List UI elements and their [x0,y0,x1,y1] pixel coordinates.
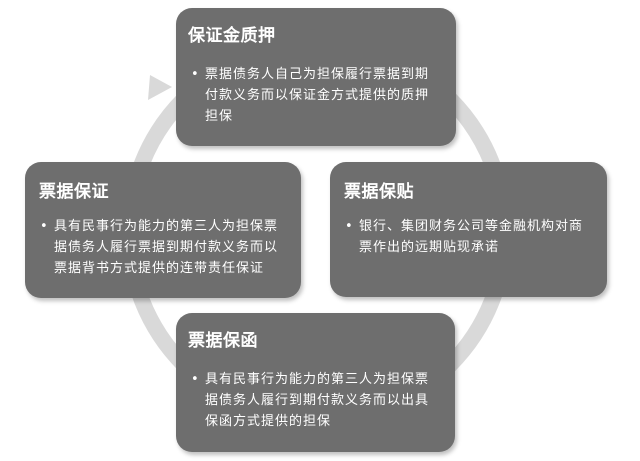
node-description: 具有民事行为能力的第三人为担保票据债务人履行到期付款义务而以出具保函方式提供的担… [205,372,430,429]
node-bill-letter-of-guarantee: 票据保函 • 具有民事行为能力的第三人为担保票据债务人履行到期付款义务而以出具保… [176,313,455,452]
node-title: 保证金质押 [188,26,276,46]
node-guarantee-deposit-pledge: 保证金质押 • 票据债务人自己为担保履行票据到期付款义务而以保证金方式提供的质押… [176,8,456,146]
node-title: 票据保函 [188,331,258,351]
cycle-arrowhead [148,75,172,100]
node-title: 票据保贴 [344,182,414,202]
bullet-icon: • [345,219,353,234]
node-bill-discount-commitment: 票据保贴 • 银行、集团财务公司等金融机构对商票作出的远期贴现承诺 [330,162,607,297]
bullet-icon: • [40,219,48,234]
node-bill-guarantee: 票据保证 • 具有民事行为能力的第三人为担保票据债务人履行票据到期付款义务而以票… [25,162,301,298]
node-description: 票据债务人自己为担保履行票据到期付款义务而以保证金方式提供的质押担保 [205,67,430,124]
bullet-icon: • [191,67,199,82]
bullet-icon: • [191,372,199,387]
node-description: 银行、集团财务公司等金融机构对商票作出的远期贴现承诺 [359,219,584,255]
node-title: 票据保证 [39,182,109,202]
node-description: 具有民事行为能力的第三人为担保票据债务人履行票据到期付款义务而以票据背书方式提供… [54,219,279,276]
